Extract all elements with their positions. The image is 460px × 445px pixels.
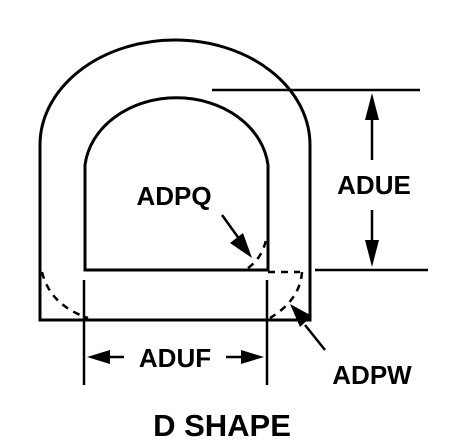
label-adue: ADUE xyxy=(337,170,411,200)
width-arrow-left-icon xyxy=(87,350,110,364)
adpq-leader-line xyxy=(220,214,242,241)
height-arrow-down-icon xyxy=(365,240,379,267)
diagram-caption: D SHAPE xyxy=(153,408,291,443)
hidden-line-right xyxy=(268,270,304,320)
adpq-arrow-icon xyxy=(230,233,252,258)
label-adpq: ADPQ xyxy=(136,181,211,211)
label-aduf: ADUF xyxy=(139,343,211,373)
outer-d-outline xyxy=(38,38,312,322)
hidden-line-inner-right xyxy=(247,239,268,270)
inner-d-opening xyxy=(83,96,270,272)
adpw-leader-line xyxy=(304,324,326,351)
label-adpw: ADPW xyxy=(332,360,412,390)
height-arrow-up-icon xyxy=(365,93,379,120)
width-arrow-right-icon xyxy=(241,350,264,364)
adpw-arrow-icon xyxy=(290,304,312,327)
hidden-line-left xyxy=(40,271,89,320)
